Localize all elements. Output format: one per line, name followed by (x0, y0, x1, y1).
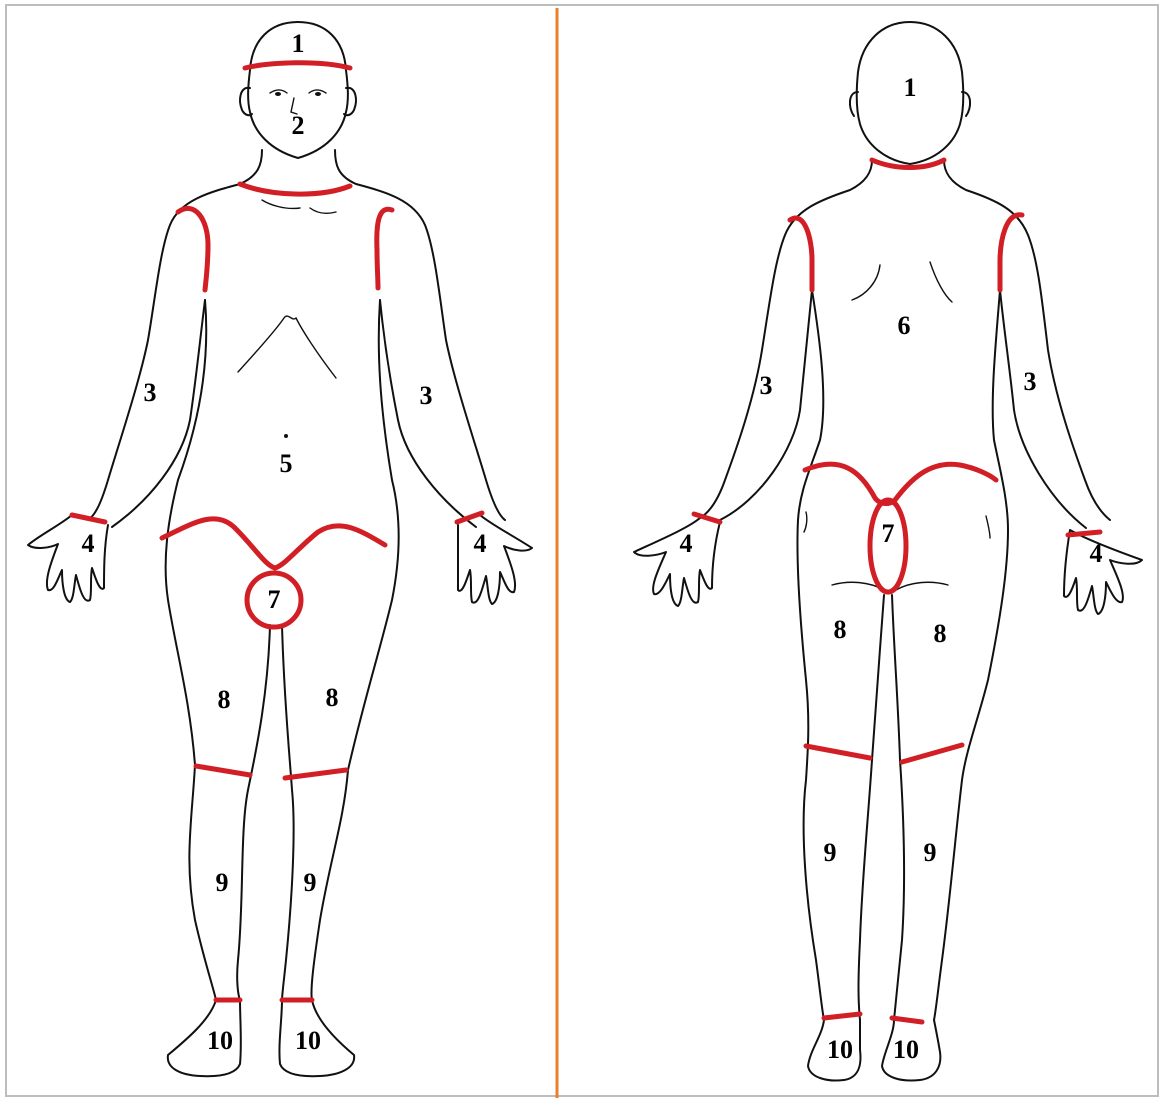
front-right-hand (458, 515, 532, 604)
back-label-thigh-right: 8 (934, 619, 947, 648)
front-right-shoulder-line (377, 209, 392, 288)
front-chest-line (238, 316, 336, 378)
front-label-foot-left: 10 (207, 1026, 233, 1055)
back-waist-line (805, 464, 996, 503)
front-label-trunk: 5 (280, 449, 293, 478)
back-label-buttock: 7 (882, 519, 895, 548)
front-label-hand-right: 4 (474, 529, 487, 558)
front-label-genital: 7 (268, 585, 281, 614)
back-buttock-crease (832, 582, 948, 590)
front-label-foot-right: 10 (295, 1026, 321, 1055)
back-label-thigh-left: 8 (834, 615, 847, 644)
back-right-shoulder-line (1000, 215, 1022, 290)
front-groin-line (162, 519, 385, 568)
front-label-thigh-left: 8 (218, 685, 231, 714)
back-left-ankle-line (824, 1014, 860, 1018)
back-right-wrist-line (1068, 532, 1100, 535)
back-shoulder-blade-left (852, 265, 880, 300)
front-left-shoulder-line (178, 208, 208, 290)
frame-border (6, 5, 1158, 1096)
front-inner-arm-left (112, 300, 205, 527)
back-torso-right (934, 290, 1008, 1020)
front-label-hand-left: 4 (82, 529, 95, 558)
back-inner-leg-right (892, 595, 904, 1020)
front-label-leg-right: 9 (304, 868, 317, 897)
front-label-thigh-right: 8 (326, 683, 339, 712)
back-body-outline (700, 160, 1110, 520)
front-label-head: 1 (292, 29, 305, 58)
front-collar-line (262, 200, 336, 213)
back-dimple-right (986, 516, 990, 538)
front-label-face: 2 (292, 111, 305, 140)
front-figure: 1 2 3 3 4 4 5 7 8 8 9 9 10 10 (28, 22, 532, 1076)
back-right-hand (1064, 530, 1142, 614)
front-torso-left (166, 300, 216, 1000)
back-label-hand-left: 4 (680, 529, 693, 558)
front-inner-leg-left (237, 625, 270, 1000)
front-forehead-line (245, 63, 350, 68)
back-dimple-left (804, 512, 807, 532)
front-left-knee-line (196, 766, 250, 775)
back-label-hand-right: 4 (1090, 539, 1103, 568)
back-left-shoulder-line (790, 218, 812, 290)
back-label-foot-left: 10 (827, 1035, 853, 1064)
front-label-leg-left: 9 (216, 868, 229, 897)
front-torso-right (311, 300, 398, 1000)
back-label-back: 6 (898, 311, 911, 340)
back-label-foot-right: 10 (893, 1035, 919, 1064)
front-body-outline (88, 150, 505, 520)
back-right-knee-line (902, 745, 962, 762)
back-left-hand (634, 518, 720, 606)
back-label-head: 1 (904, 73, 917, 102)
back-figure: 1 3 3 4 4 6 7 8 8 9 9 10 10 (634, 22, 1142, 1080)
back-label-arm-left: 3 (760, 371, 773, 400)
front-right-knee-line (285, 770, 346, 778)
front-inner-leg-right (282, 625, 294, 1000)
front-left-hand (28, 515, 108, 602)
back-label-leg-left: 9 (824, 838, 837, 867)
back-shoulder-blade-right (930, 262, 952, 302)
back-inner-leg-left (859, 595, 885, 1020)
front-label-arm-left: 3 (144, 378, 157, 407)
back-right-ankle-line (892, 1018, 922, 1022)
front-label-arm-right: 3 (420, 381, 433, 410)
back-left-knee-line (806, 746, 870, 758)
back-label-arm-right: 3 (1024, 367, 1037, 396)
front-left-wrist-line (72, 515, 105, 522)
back-label-leg-right: 9 (924, 838, 937, 867)
back-inner-arm-right (1000, 290, 1086, 528)
front-neck-line (240, 184, 350, 194)
